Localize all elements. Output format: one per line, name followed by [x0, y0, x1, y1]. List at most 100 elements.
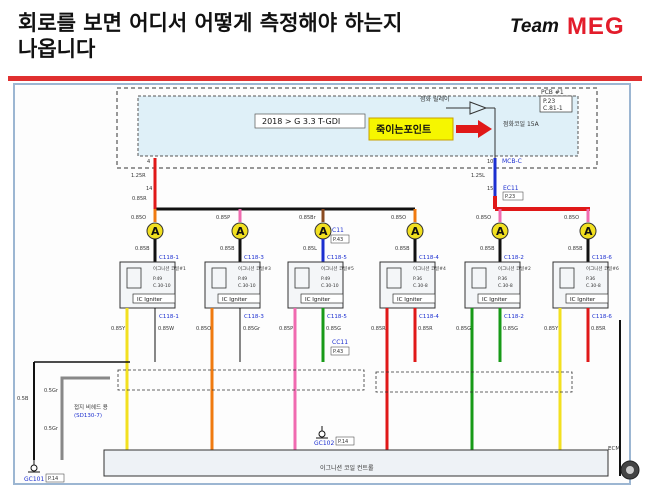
ec11-label: EC11: [503, 185, 519, 192]
lower-dashed-box-right: [375, 371, 573, 393]
coil-2-left-wire-label: 0.85O: [196, 326, 211, 332]
coil-2-right-wire-label: 0.85Gr: [243, 326, 261, 332]
coil-5-right-wire-label: 0.85G: [503, 326, 518, 332]
pcb-label: PCB #1: [541, 89, 564, 96]
cc11-ref-box: [330, 346, 350, 356]
coil-6-right-wire-label: 0.85R: [591, 326, 606, 332]
left-085r-label: 0.85R: [132, 196, 147, 202]
slide-title: 회로를 보면 어디서 어떻게 측정해야 하는지 나옵니다: [18, 10, 402, 62]
coil-5-ref-2: C.30-8: [498, 283, 513, 289]
coil-3-top-wire-label: 0.85Br: [299, 215, 317, 221]
coil-3-igniter-label: IC Igniter: [305, 297, 331, 303]
logo-team-text: Team: [510, 16, 559, 37]
coil-2-igniter-box: [217, 293, 261, 304]
coil-4-igniter-label: IC Igniter: [397, 297, 423, 303]
coil-6-igniter-box: [565, 293, 609, 304]
coil-5-sensor-a-label: A: [496, 225, 505, 238]
ground-gc101-icon: [28, 460, 40, 473]
coil-5-left-wire-label: 0.85G: [456, 326, 471, 332]
cc11-ref: P.43: [333, 349, 343, 355]
coil-2-ref-2: C.30-10: [238, 283, 256, 289]
pcb-ref-2: C.81-1: [543, 105, 563, 112]
model-label-box: [254, 113, 366, 129]
pcb-ref-1: P.23: [543, 98, 555, 105]
ecm-ground-icon: [620, 460, 640, 480]
pin-4-label: 4: [147, 159, 150, 165]
coil-5-winding-icon: [471, 267, 487, 289]
coil-4-winding-icon: [386, 267, 402, 289]
gc101-label: GC101: [24, 476, 44, 483]
gc101-ref-box: [45, 473, 65, 483]
callout-text: 죽이는포인트: [376, 123, 431, 136]
coil-4-ref-1: P.36: [413, 276, 422, 282]
coil-2-name: 이그니션 코일#3: [238, 265, 271, 272]
coil-2-igniter-label: IC Igniter: [222, 297, 248, 303]
shield-ref: (SD130-7): [74, 413, 102, 419]
model-label: 2018 > G 3.3 T-GDI: [262, 117, 340, 126]
mcb-label: MCB-C: [502, 158, 522, 165]
coil-2-sensor-a-label: A: [236, 225, 245, 238]
coil-1-igniter-box: [132, 293, 176, 304]
coil-2-winding-icon: [211, 267, 227, 289]
coil-4-name: 이그니션 코일#4: [413, 265, 446, 272]
c11-ref-box: [330, 234, 350, 244]
coil-4-connector-top: C118-4: [419, 255, 439, 261]
coil-2-top-wire-label: 0.85P: [216, 215, 230, 221]
ecm-ref-label: ECM: [608, 446, 620, 452]
gc102-ref: P.14: [338, 439, 348, 445]
coil-1-top-wire-label: 0.85O: [131, 215, 146, 221]
gc102-ref-box: [335, 436, 355, 446]
coil-6-left-wire-label: 0.85Y: [544, 326, 559, 332]
coil-2-mid-wire-label: 0.85B: [220, 246, 235, 252]
coil-1-sensor-a-label: A: [151, 225, 160, 238]
shield-label: 접지 비헤드 용: [74, 403, 108, 411]
coil-2-connector-bottom: C118-3: [244, 314, 264, 320]
coil-5-igniter-box: [477, 293, 521, 304]
feed-label-right: 1.25L: [471, 173, 485, 179]
ground-gc102-icon: [316, 426, 328, 439]
coil-1-ref-1: P.49: [153, 276, 162, 282]
coil-4-sensor-a-label: A: [411, 225, 420, 238]
coil-6-connector-bottom: C118-6: [592, 314, 612, 320]
shield-wire: [60, 376, 110, 460]
coil-1-ref-2: C.30-10: [153, 283, 171, 289]
coil-1-left-wire-label: 0.85Y: [111, 326, 126, 332]
coil-1-connector-bottom: C118-1: [159, 314, 179, 320]
title-line-1: 회로를 보면 어디서 어떻게 측정해야 하는지: [18, 11, 403, 35]
coil-4-connector-bottom: C118-4: [419, 314, 439, 320]
coil-5-connector-top: C118-2: [504, 255, 524, 261]
coil-1-mid-wire-label: 0.85B: [135, 246, 150, 252]
coil-6-name: 이그니션 코일#6: [586, 265, 619, 272]
coil-5-igniter-label: IC Igniter: [482, 297, 508, 303]
pcb-enclosure: [116, 87, 598, 169]
coil-6-mid-wire-label: 0.85B: [568, 246, 583, 252]
shield-wire-label-2: 0.5Gr: [44, 426, 59, 432]
coil-6-igniter-label: IC Igniter: [570, 297, 596, 303]
pin-14-label: 14: [146, 186, 152, 192]
coil-5-name: 이그니션 코일#2: [498, 265, 531, 272]
callout-box: [368, 117, 454, 141]
coil-4-top-wire-label: 0.85O: [391, 215, 406, 221]
coil-1-right-wire-label: 0.85W: [158, 326, 174, 332]
lower-dashed-box-left: [117, 369, 365, 391]
coil-6-ref-2: C.30-8: [586, 283, 601, 289]
coil-3-left-wire-label: 0.85P: [279, 326, 293, 332]
coil-5-ref-1: P.36: [498, 276, 507, 282]
gc102-label: GC102: [314, 440, 334, 447]
coil-2-ref-1: P.49: [238, 276, 247, 282]
feed-label-left: 1.25R: [131, 173, 146, 179]
coil-3-ref-2: C.30-10: [321, 283, 339, 289]
header-divider: [8, 76, 642, 81]
pin-10-label: 10: [487, 159, 493, 165]
coil-6-sensor-a-label: A: [584, 225, 593, 238]
c11-label: C11: [332, 227, 344, 234]
cc11-label: CC11: [332, 339, 348, 346]
coil-6-winding-icon: [559, 267, 575, 289]
coil-3-name: 이그니션 코일#5: [321, 265, 354, 272]
coil-3-winding-icon: [294, 267, 310, 289]
coil-3-right-wire-label: 0.85G: [326, 326, 341, 332]
coil-3-igniter-box: [300, 293, 344, 304]
coil-4-ref-2: C.30-8: [413, 283, 428, 289]
coil-4-mid-wire-label: 0.85B: [395, 246, 410, 252]
